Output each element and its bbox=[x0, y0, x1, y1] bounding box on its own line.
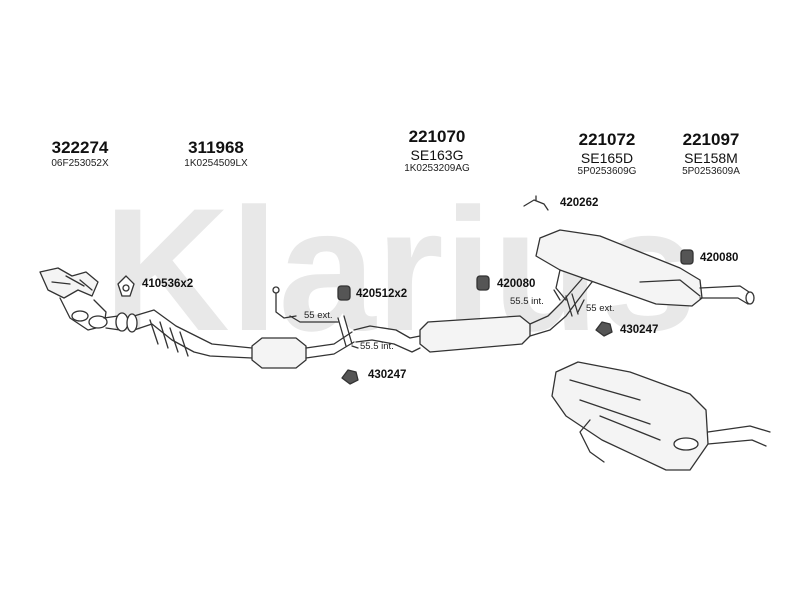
part-number: 221097 bbox=[682, 130, 740, 149]
oe-reference: 06F253052X bbox=[51, 158, 109, 169]
rear-silencer-part bbox=[535, 229, 755, 307]
oe-reference: 1K0253209AG bbox=[404, 163, 470, 174]
dimension-label-555int-left: 55.5 int. bbox=[360, 341, 394, 352]
fitting-label-410536: 410536x2 bbox=[142, 278, 194, 290]
fitting-label-420080-right: 420080 bbox=[700, 252, 739, 264]
dimension-label-55ext-right: 55 ext. bbox=[586, 303, 615, 314]
hanger-icon bbox=[523, 195, 549, 211]
part-number: 322274 bbox=[51, 138, 109, 157]
oe-reference: 1K0254509LX bbox=[184, 158, 248, 169]
part-number: 221072 bbox=[578, 130, 636, 149]
front-pipe-part bbox=[126, 286, 355, 369]
dimension-marker-right bbox=[565, 293, 579, 317]
fitting-label-420512: 420512x2 bbox=[356, 288, 408, 300]
series-code: SE163G bbox=[410, 147, 464, 163]
series-code: SE158M bbox=[684, 150, 738, 166]
dimension-label-55ext-left: 55 ext. bbox=[304, 310, 333, 321]
oe-reference: 5P0253609G bbox=[577, 166, 637, 177]
rear-silencer-lower-part bbox=[551, 361, 771, 471]
fitting-label-430247-right: 430247 bbox=[620, 324, 659, 336]
series-code: SE165D bbox=[580, 150, 634, 166]
manifold-part bbox=[39, 267, 129, 332]
fitting-label-420262: 420262 bbox=[560, 197, 599, 209]
fitting-label-430247-bottom: 430247 bbox=[368, 369, 407, 381]
part-block-221097: 221097 SE158M 5P0253609A bbox=[652, 130, 770, 177]
part-block-311968: 311968 1K0254509LX bbox=[146, 138, 286, 169]
part-block-322274: 322274 06F253052X bbox=[20, 138, 140, 169]
part-block-221070: 221070 SE163G 1K0253209AG bbox=[372, 127, 502, 174]
part-number: 311968 bbox=[188, 138, 244, 157]
part-number: 221070 bbox=[408, 127, 466, 146]
gasket-icon bbox=[117, 275, 135, 297]
clamp-icon bbox=[341, 321, 613, 385]
oe-reference: 5P0253609A bbox=[682, 166, 740, 177]
part-block-221072: 221072 SE165D 5P0253609G bbox=[548, 130, 666, 177]
dimension-marker-left bbox=[337, 315, 353, 347]
rubber-mount-icon bbox=[337, 249, 694, 301]
dimension-label-555int-right: 55.5 int. bbox=[510, 296, 544, 307]
fitting-label-420080-mid: 420080 bbox=[497, 278, 536, 290]
